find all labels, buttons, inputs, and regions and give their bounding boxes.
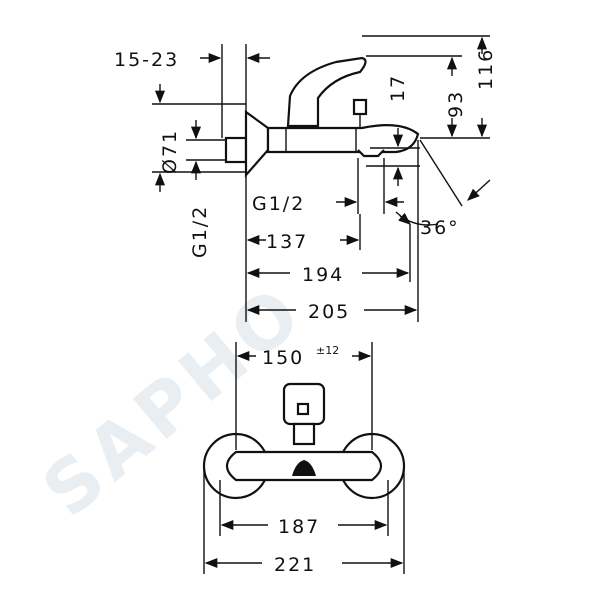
dim-offset: 17 xyxy=(387,74,409,102)
dim-spout-thread: G1/2 xyxy=(252,193,305,215)
side-view: 15-23 Ø71 G1/2 93 116 17 G1/2 xyxy=(114,35,497,323)
dim-width-221: 221 xyxy=(274,554,316,576)
dim-body-height: 93 xyxy=(445,90,467,118)
diverter-knob xyxy=(352,98,368,116)
spout-outlet xyxy=(357,149,385,158)
front-diverter xyxy=(292,460,316,476)
lever-handle xyxy=(286,56,367,128)
front-view: 150 ±12 187 221 xyxy=(202,342,406,576)
dim-spacing: 150 xyxy=(262,347,304,369)
mixer-body xyxy=(266,123,420,154)
dim-angle: 36° xyxy=(420,217,460,239)
dim-inlet-thread: G1/2 xyxy=(189,205,211,258)
dim-spacing-tolerance: ±12 xyxy=(316,344,339,357)
wall-flange xyxy=(244,109,270,178)
dim-width-187: 187 xyxy=(278,516,320,538)
dim-length-137: 137 xyxy=(266,231,308,253)
dim-length-194: 194 xyxy=(302,264,344,286)
dim-length-205: 205 xyxy=(308,301,350,323)
dim-flange-diameter: Ø71 xyxy=(159,129,181,174)
watermark: SAPHO xyxy=(27,268,320,533)
dim-total-height: 116 xyxy=(475,48,497,90)
dim-pipe-spacing: 15-23 xyxy=(114,49,179,71)
inlet-pipe xyxy=(224,136,248,164)
